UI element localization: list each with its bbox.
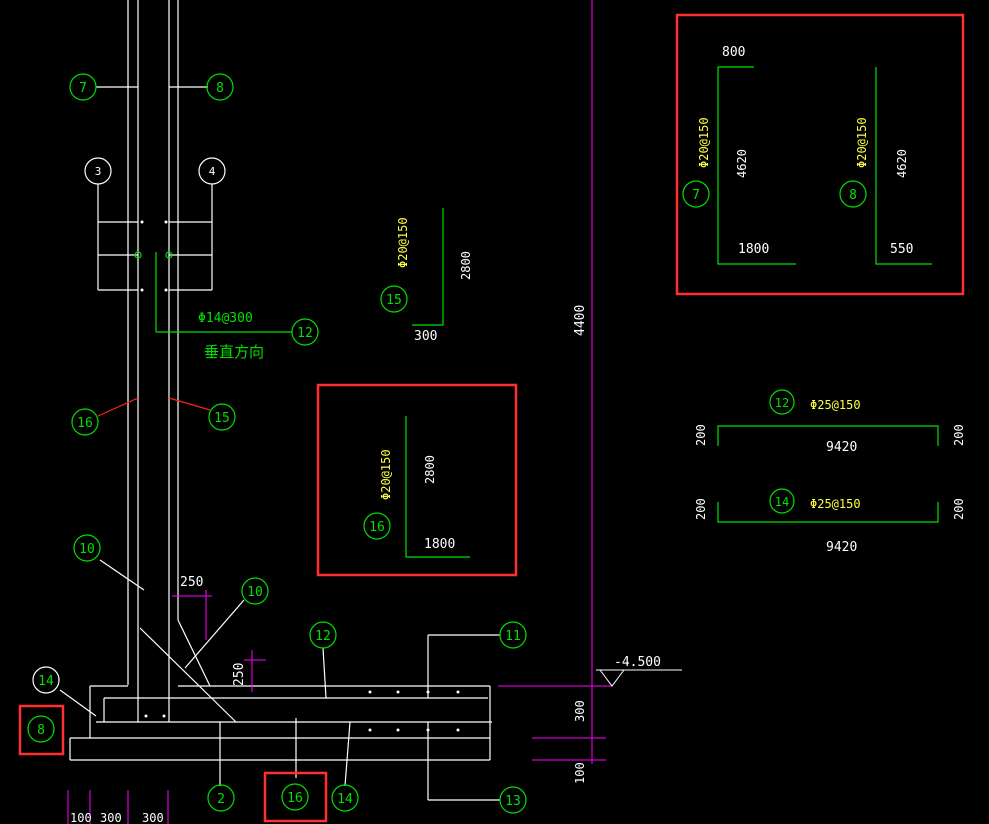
bar15-bubble[interactable] [380, 285, 408, 313]
bubble-12b[interactable] [309, 621, 337, 649]
bar8-leg: 550 [890, 242, 913, 257]
bubble-10b-text: 10 [247, 585, 263, 600]
bar12-left: 200 [694, 424, 708, 446]
bubble-14b[interactable] [331, 784, 359, 812]
highlight-box-bubble-8 [18, 704, 65, 756]
bar7-length: 4620 [735, 149, 749, 178]
bubble-15a[interactable] [208, 403, 236, 431]
bar14-spec: Φ25@150 [810, 497, 861, 511]
bar16-spec: Φ20@150 [379, 449, 393, 500]
bar16-number: 16 [369, 520, 385, 535]
bubble-14b-text: 14 [337, 792, 353, 807]
bubble-14a[interactable] [32, 666, 60, 694]
bubble-14a-text: 14 [38, 674, 54, 689]
bubble-8b-text: 8 [37, 723, 45, 738]
bar15-length: 2800 [459, 251, 473, 280]
bubble-13[interactable] [499, 786, 527, 814]
bubble-16a-text: 16 [77, 416, 93, 431]
bar-15-detail: Φ20@150 2800 300 15 [380, 208, 473, 344]
elevation-marker [596, 669, 682, 687]
dimension-lines [67, 0, 612, 824]
bubble-10a-text: 10 [79, 542, 95, 557]
highlight-box-bar7-8 [675, 13, 965, 296]
bubble-11[interactable] [499, 621, 527, 649]
bottom-dim-1: 100 [70, 811, 92, 824]
bar8-bubble[interactable] [839, 180, 867, 208]
direction-label: 垂直方向 [204, 343, 264, 361]
bottom-dim-3: 300 [142, 811, 164, 824]
dim-250-top: 250 [180, 575, 203, 590]
dim-300: 300 [573, 700, 587, 722]
highlight-box-bubble-16 [263, 771, 328, 823]
bottom-dim-2: 300 [100, 811, 122, 824]
bubble-13-text: 13 [505, 794, 521, 809]
bar12-right: 200 [952, 424, 966, 446]
bubble-12b-text: 12 [315, 629, 331, 644]
section-labels: Φ14@300 垂直方向 250 250 -4.500 4400 300 100… [70, 305, 661, 824]
wall-section-linework [59, 0, 500, 801]
bar7-leg: 1800 [738, 242, 769, 257]
bubble-10b[interactable] [241, 577, 269, 605]
dim-250-side: 250 [232, 663, 247, 686]
dim-4400: 4400 [573, 305, 588, 336]
bubble-11-text: 11 [505, 629, 521, 644]
bubble-3-text: 3 [95, 165, 102, 178]
bar16-length: 2800 [423, 455, 437, 484]
bar15-leg: 300 [414, 329, 437, 344]
rebar-dots [140, 220, 460, 732]
bubble-4-text: 4 [209, 165, 216, 178]
bubble-12[interactable] [291, 318, 319, 346]
highlight-box-bar16 [316, 383, 518, 577]
dim-100: 100 [573, 762, 587, 784]
bar14-left: 200 [694, 498, 708, 520]
elevation-text: -4.500 [614, 655, 661, 670]
bar-12-detail: 12 Φ25@150 9420 200 200 [694, 389, 966, 455]
bar12-number: 12 [775, 396, 789, 410]
bar15-number: 15 [386, 293, 402, 308]
bar14-length: 9420 [826, 540, 857, 555]
bar14-number: 14 [775, 495, 789, 509]
red-leaders [97, 397, 211, 417]
bubble-7-text: 7 [79, 81, 87, 96]
bubble-2[interactable] [207, 784, 235, 812]
bubble-16b-text: 16 [287, 791, 303, 806]
bubble-10a[interactable] [73, 534, 101, 562]
bar16-bubble[interactable] [363, 512, 391, 540]
bubble-16a[interactable] [71, 408, 99, 436]
bubble-7[interactable] [69, 73, 97, 101]
green-leaders [134, 251, 292, 333]
bar7-top: 800 [722, 45, 745, 60]
bubble-8[interactable] [206, 73, 234, 101]
bar-16-detail: Φ20@150 2800 1800 16 [316, 383, 518, 577]
bar7-number: 7 [692, 188, 700, 203]
bar7-bubble[interactable] [682, 180, 710, 208]
bubble-3[interactable] [84, 157, 112, 185]
bar8-number: 8 [849, 188, 857, 203]
bubble-8b[interactable] [27, 715, 55, 743]
rebar-label-phi14: Φ14@300 [198, 311, 253, 326]
bar-7-8-detail: 800 Φ20@150 4620 1800 7 Φ20@150 4620 550… [675, 13, 965, 296]
bar12-bubble[interactable] [769, 389, 795, 415]
bubble-16b[interactable] [281, 783, 309, 811]
bar12-length: 9420 [826, 440, 857, 455]
bar14-right: 200 [952, 498, 966, 520]
bar14-bubble[interactable] [769, 488, 795, 514]
bar-14-detail: 14 Φ25@150 9420 200 200 [694, 488, 966, 555]
bubble-8-text: 8 [216, 81, 224, 96]
bar8-length: 4620 [895, 149, 909, 178]
bar15-spec: Φ20@150 [396, 217, 410, 268]
section-bubbles: 7 8 3 4 12 16 15 10 10 14 8 12 11 2 16 1… [27, 73, 527, 814]
bubble-12-text: 12 [297, 326, 313, 341]
bar7-spec: Φ20@150 [697, 117, 711, 168]
bar12-spec: Φ25@150 [810, 398, 861, 412]
bubble-4[interactable] [198, 157, 226, 185]
bar8-spec: Φ20@150 [855, 117, 869, 168]
bar16-leg: 1800 [424, 537, 455, 552]
bubble-15a-text: 15 [214, 411, 230, 426]
bubble-2-text: 2 [217, 792, 225, 807]
